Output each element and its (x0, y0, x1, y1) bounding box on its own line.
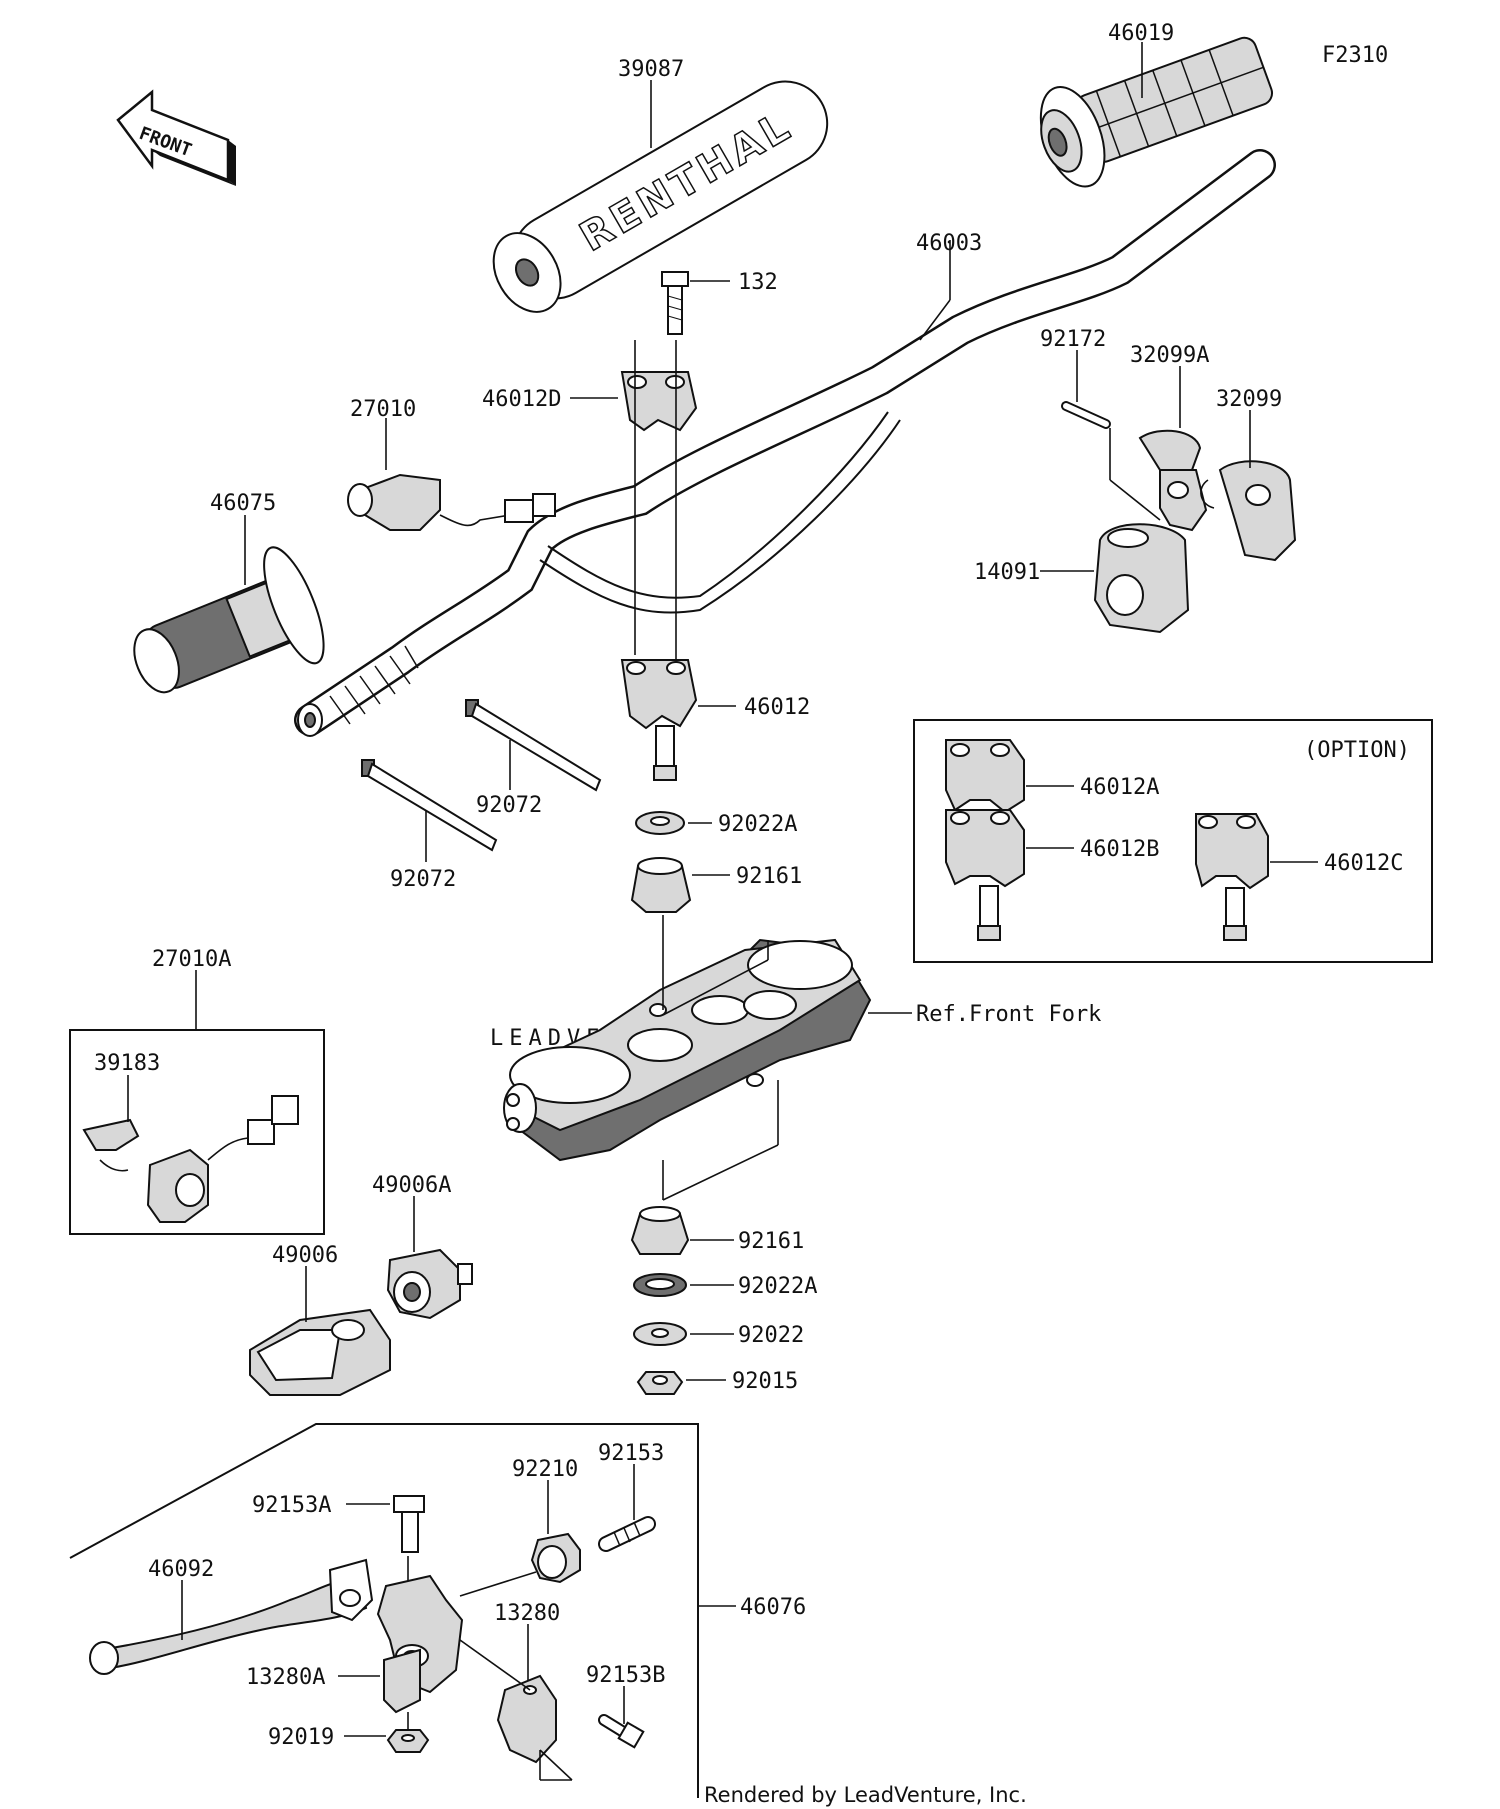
part-label-92161-top: 92161 (736, 864, 802, 889)
figure-code: F2310 (1322, 43, 1388, 68)
part-label-92210: 92210 (512, 1457, 578, 1482)
washer-92022A-bottom (633, 1273, 687, 1297)
part-label-92161-bottom: 92161 (738, 1229, 804, 1254)
throttle-grip (1039, 36, 1274, 188)
clamp-46012D (620, 371, 698, 432)
part-label-49006A: 49006A (372, 1173, 451, 1198)
washer-92022 (633, 1322, 687, 1346)
nut-92019 (386, 1729, 430, 1753)
part-label-46012A: 46012A (1080, 775, 1159, 800)
option-label: (OPTION) (1304, 738, 1410, 763)
part-label-92072a: 92072 (476, 793, 542, 818)
handlebar (294, 149, 1276, 737)
cable-tie-b (361, 759, 498, 852)
part-label-92153A: 92153A (252, 1493, 331, 1518)
part-label-39183: 39183 (94, 1051, 160, 1076)
part-label-32099A: 32099A (1130, 343, 1209, 368)
clutch-lever-46092 (89, 1558, 374, 1675)
kill-switch-27010 (347, 473, 556, 531)
part-label-92015: 92015 (732, 1369, 798, 1394)
part-label-27010A: 27010A (152, 947, 231, 972)
lever-assembly-frame (69, 1423, 699, 1798)
throttle-housing-32099 (1200, 460, 1297, 562)
part-label-46012D: 46012D (482, 387, 561, 412)
triple-clamp (503, 938, 872, 1162)
throttle-housing-32099A (1138, 429, 1208, 532)
part-label-92019: 92019 (268, 1725, 334, 1750)
screw-92153 (598, 1516, 656, 1552)
part-label-32099: 32099 (1216, 387, 1282, 412)
part-label-46019: 46019 (1108, 21, 1174, 46)
screw-92172 (1061, 401, 1111, 429)
lever-perch-13280A (376, 1574, 464, 1714)
part-label-13280A: 13280A (246, 1665, 325, 1690)
part-label-92072b: 92072 (390, 867, 456, 892)
rubber-92161-top (630, 857, 692, 913)
part-label-46092: 46092 (148, 1557, 214, 1582)
part-label-46012C: 46012C (1324, 851, 1403, 876)
cable-tie-a (465, 699, 602, 792)
part-label-46003: 46003 (916, 231, 982, 256)
left-grip (133, 546, 325, 694)
washer-92022A-top (635, 811, 685, 835)
part-label-92022A-top: 92022A (718, 812, 797, 837)
part-label-27010: 27010 (350, 397, 416, 422)
throttle-cover-14091 (1093, 523, 1190, 634)
riser-46012B (945, 809, 1025, 941)
adjuster-92210 (530, 1532, 581, 1584)
nut-92015 (636, 1371, 684, 1395)
credit-text: Rendered by LeadVenture, Inc. (704, 1783, 1027, 1807)
adjuster-49006A (386, 1248, 473, 1320)
bolt-92153B (598, 1714, 645, 1749)
perch-clamp-13280 (496, 1674, 557, 1764)
part-label-14091: 14091 (974, 560, 1040, 585)
clamp-46012A (945, 739, 1025, 814)
ref-front-fork-label: Ref.Front Fork (916, 1002, 1101, 1027)
part-label-92022: 92022 (738, 1323, 804, 1348)
part-label-92172: 92172 (1040, 327, 1106, 352)
front-arrow-icon: FRONT (116, 89, 236, 186)
switch-kit-box (69, 1029, 325, 1235)
riser-46012C (1195, 813, 1269, 941)
bolt-132 (661, 271, 689, 335)
rubber-92161-bottom (630, 1206, 690, 1255)
switch-kit-27010A (82, 1095, 299, 1223)
part-label-92022A-bottom: 92022A (738, 1274, 817, 1299)
part-label-46075: 46075 (210, 491, 276, 516)
part-label-39087: 39087 (618, 57, 684, 82)
riser-46012 (620, 659, 698, 781)
option-box (913, 719, 1433, 963)
part-label-46076: 46076 (740, 1595, 806, 1620)
bolt-92153A (393, 1495, 425, 1553)
part-label-13280: 13280 (494, 1601, 560, 1626)
part-label-49006: 49006 (272, 1243, 338, 1268)
cover-49006 (249, 1308, 391, 1396)
part-label-46012: 46012 (744, 695, 810, 720)
part-label-92153B: 92153B (586, 1663, 665, 1688)
part-label-132: 132 (738, 270, 778, 295)
part-label-92153: 92153 (598, 1441, 664, 1466)
part-label-46012B: 46012B (1080, 837, 1159, 862)
